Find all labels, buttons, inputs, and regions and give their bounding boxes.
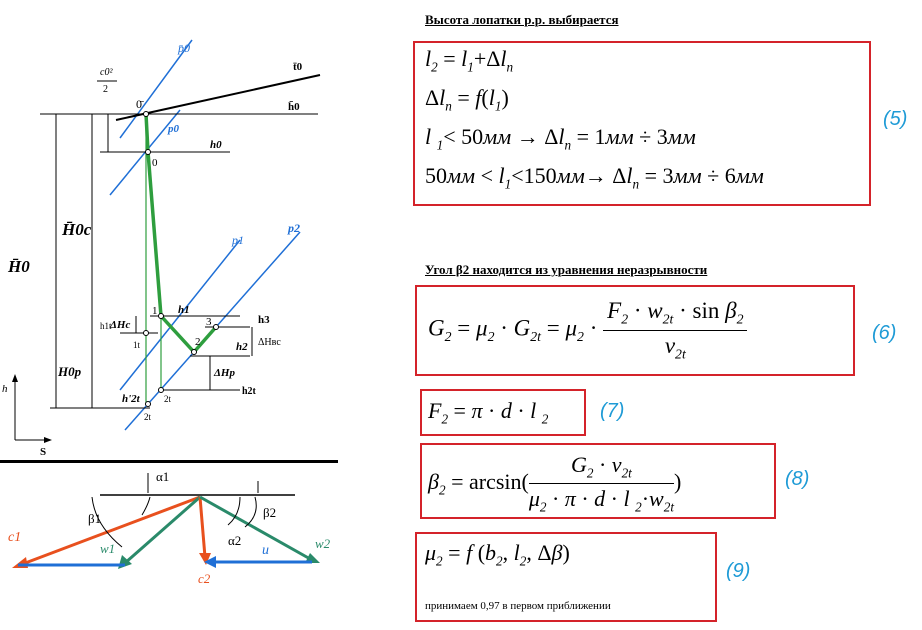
eq5-line3: l 1< 50мм → Δln = 1мм ÷ 3мм (425, 124, 696, 153)
label-u: u (262, 543, 269, 558)
heading-angle-beta: Угол β2 находится из уравнения неразрывн… (425, 262, 708, 277)
label-c0: c0² (100, 67, 113, 78)
isotherm-t0 (115, 74, 321, 121)
point-2t-prime (145, 401, 151, 407)
arc-alpha2 (227, 496, 241, 526)
label-h3: h3 (258, 314, 270, 326)
box-eq7 (420, 389, 586, 436)
arc-alpha1 (141, 496, 151, 516)
vector-w1 (124, 495, 201, 565)
label-h0: h0 (210, 139, 222, 151)
isobar-p0-bar (119, 39, 193, 139)
point-3 (213, 324, 219, 330)
label-w2: w2 (315, 536, 331, 551)
label-one: 1 (152, 305, 158, 317)
label-p0: p0 (167, 123, 180, 135)
label-h1: h1 (178, 304, 190, 316)
label-two-t-b: 2t (144, 412, 152, 422)
label-three: 3 (206, 316, 212, 328)
label-dHp: ΔHp (213, 367, 235, 379)
box-eq5 (413, 41, 871, 206)
eq5-line4: 50мм < l1<150мм→ Δln = 3мм ÷ 6мм (425, 163, 764, 192)
label-beta2: β2 (263, 505, 276, 520)
label-h0-bar: h̄0 (288, 101, 300, 113)
label-two-t: 2t (164, 394, 172, 404)
eq-number-9: (9) (726, 560, 751, 582)
label-p0-bar: p̄0 (177, 41, 190, 55)
point-2t (158, 387, 164, 393)
label-alpha1: α1 (156, 469, 169, 484)
box-eq6 (415, 285, 855, 376)
label-p2: p2 (287, 221, 300, 235)
label-w1: w1 (100, 541, 115, 556)
hs-diagram: p̄0 t̄0 h̄0 c0² 2 0̄ p0 h0 0 p1 p2 H̄0c … (2, 39, 321, 458)
vector-c1 (19, 495, 201, 567)
arc-beta2 (244, 496, 257, 528)
label-H0: H̄0 (7, 257, 30, 276)
arrow-c2 (199, 553, 211, 565)
box-eq9 (415, 532, 717, 622)
label-h2t-prime: h'2t (122, 393, 141, 405)
label-h1t: h1t (100, 321, 112, 331)
arrow-u (204, 556, 216, 568)
label-h2t: h2t (242, 386, 257, 397)
label-zero: 0 (152, 157, 158, 169)
point-1t (143, 330, 149, 336)
point-2 (191, 349, 197, 355)
label-p1: p1 (231, 233, 244, 247)
eq9-note: принимаем 0,97 в первом приближении (425, 600, 611, 612)
label-axis-h: h (2, 383, 8, 395)
eq-number-7: (7) (600, 400, 625, 422)
axis-h-arrow (12, 374, 18, 382)
label-H0c: H̄0c (61, 220, 92, 239)
axis-s-arrow (44, 437, 52, 443)
label-H0p: H0p (57, 364, 82, 379)
label-zero-bar: 0̄ (136, 97, 144, 111)
label-beta1: β1 (88, 511, 101, 526)
label-two: 2 (103, 84, 108, 95)
box-eq8 (420, 443, 776, 519)
eq5-line1: l2 = l1+Δln (425, 46, 514, 75)
vector-c2 (198, 496, 207, 558)
label-two-pt: 2 (195, 336, 201, 348)
eq5-line2: Δln = f(l1) (425, 85, 509, 114)
eq9: μ2 = f (b2, l2, Δβ) (425, 540, 570, 569)
point-1 (158, 313, 164, 319)
label-c2: c2 (198, 571, 211, 586)
velocity-triangles: α1 β1 β2 α2 c1 w1 c2 u w2 (8, 469, 331, 586)
divider (0, 460, 338, 463)
isobar-p1 (119, 239, 241, 391)
point-0 (145, 149, 151, 155)
label-h2: h2 (236, 341, 248, 353)
label-t0-bar: t̄0 (293, 61, 303, 73)
eq-number-6: (6) (872, 322, 897, 344)
vector-w2 (199, 495, 313, 562)
arc-beta1 (91, 496, 123, 548)
label-c1: c1 (8, 530, 21, 545)
label-one-t: 1t (133, 340, 141, 350)
eq-number-5: (5) (883, 108, 908, 130)
label-axis-s: S (40, 446, 46, 458)
label-alpha2: α2 (228, 533, 241, 548)
label-dHc: ΔHc (109, 319, 130, 331)
point-0-bar (143, 111, 149, 117)
eq-number-8: (8) (785, 468, 810, 490)
eq7: F2 = π · d · l 2 (428, 398, 549, 427)
label-dHbc: ΔHвс (258, 337, 281, 348)
heading-blade-height: Высота лопатки р.р. выбирается (425, 12, 619, 27)
